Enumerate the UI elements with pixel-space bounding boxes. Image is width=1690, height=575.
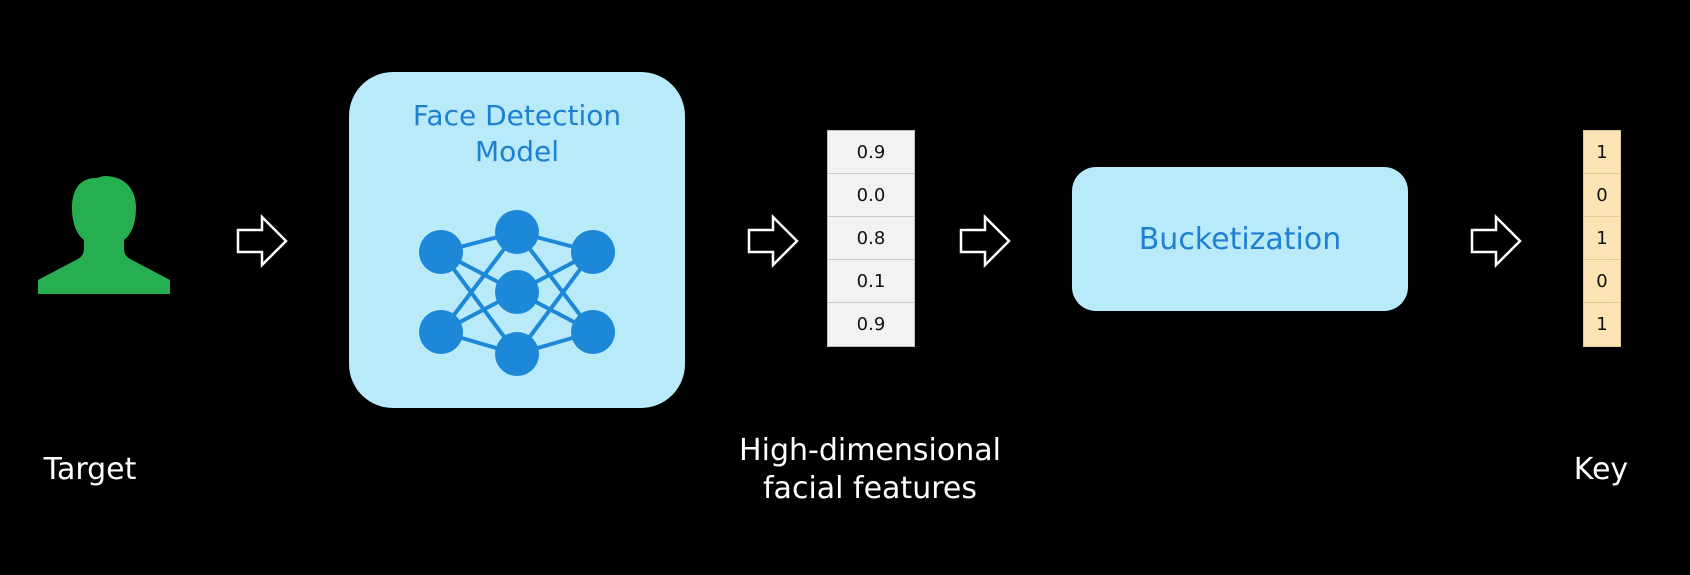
model-title-line1: Face Detection xyxy=(412,99,622,132)
key-bit-cell: 1 xyxy=(1584,217,1620,260)
key-bit-cell: 0 xyxy=(1584,174,1620,217)
model-title-line2: Model xyxy=(474,135,560,168)
features-label: High-dimensional facial features xyxy=(730,432,1010,508)
key-bit-cell: 0 xyxy=(1584,260,1620,303)
arrow-right-icon xyxy=(959,213,1011,269)
feature-vector: 0.9 0.0 0.8 0.1 0.9 xyxy=(827,130,915,347)
arrow-right-icon xyxy=(1470,213,1522,269)
features-label-line1: High-dimensional xyxy=(739,433,1001,468)
key-bit-cell: 1 xyxy=(1584,131,1620,174)
neural-network-icon xyxy=(419,210,615,376)
feature-value-cell: 0.9 xyxy=(856,314,886,335)
feature-value-cell: 0.0 xyxy=(828,174,914,217)
bucketization-box: Bucketization xyxy=(1072,167,1408,311)
feature-value-cell: 0.9 xyxy=(828,131,914,174)
person-silhouette-icon xyxy=(38,176,170,294)
key-vector: 1 0 1 0 1 xyxy=(1583,130,1621,347)
target-label: Target xyxy=(43,452,137,487)
key-bit-cell: 1 xyxy=(1596,314,1608,335)
feature-value-cell: 0.1 xyxy=(828,260,914,303)
arrow-right-icon xyxy=(236,213,288,269)
face-detection-model-box: Face Detection Model xyxy=(349,72,685,408)
arrow-right-icon xyxy=(747,213,799,269)
model-title: Face Detection Model xyxy=(349,98,685,170)
bucketization-label: Bucketization xyxy=(1138,221,1342,257)
feature-value-cell: 0.8 xyxy=(828,217,914,260)
key-label: Key xyxy=(1573,452,1629,487)
features-label-line2: facial features xyxy=(763,471,977,506)
